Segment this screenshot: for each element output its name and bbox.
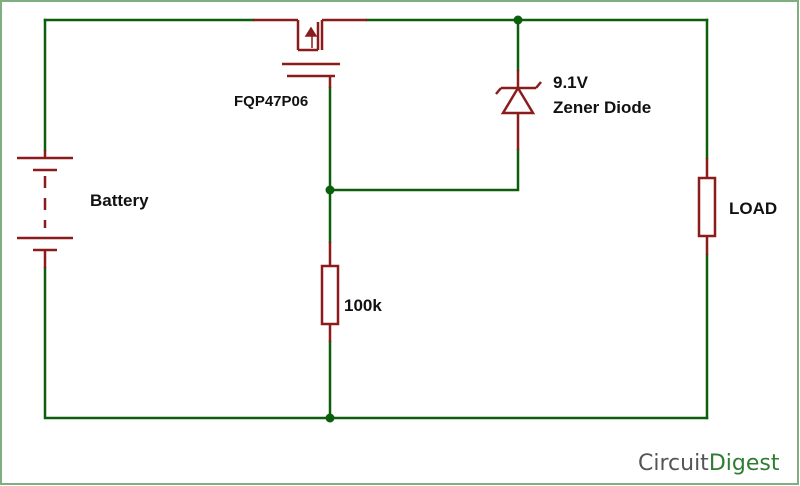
junctions — [325, 15, 523, 423]
brand-watermark: CircuitDigest — [638, 451, 780, 476]
wire-drain-node — [328, 86, 520, 192]
components — [17, 18, 717, 342]
zener-name-label: Zener Diode — [553, 98, 651, 117]
resistor-label: 100k — [344, 296, 382, 315]
junction-dot — [325, 413, 335, 423]
junction-dot — [513, 15, 523, 25]
brand-part-circuit: Circuit — [638, 451, 709, 476]
mosfet-symbol — [253, 18, 367, 88]
wires — [43, 18, 709, 420]
mosfet-label: FQP47P06 — [234, 93, 308, 110]
zener-diode-symbol — [495, 70, 542, 150]
load-symbol — [697, 158, 717, 255]
resistor-symbol — [320, 242, 340, 342]
junction-dot — [325, 185, 335, 195]
zener-voltage-label: 9.1V — [553, 73, 589, 92]
brand-part-digest: Digest — [709, 451, 780, 476]
battery-label: Battery — [90, 191, 149, 210]
wire-bottom — [43, 266, 709, 420]
battery-symbol — [17, 150, 73, 268]
load-label: LOAD — [729, 199, 777, 218]
